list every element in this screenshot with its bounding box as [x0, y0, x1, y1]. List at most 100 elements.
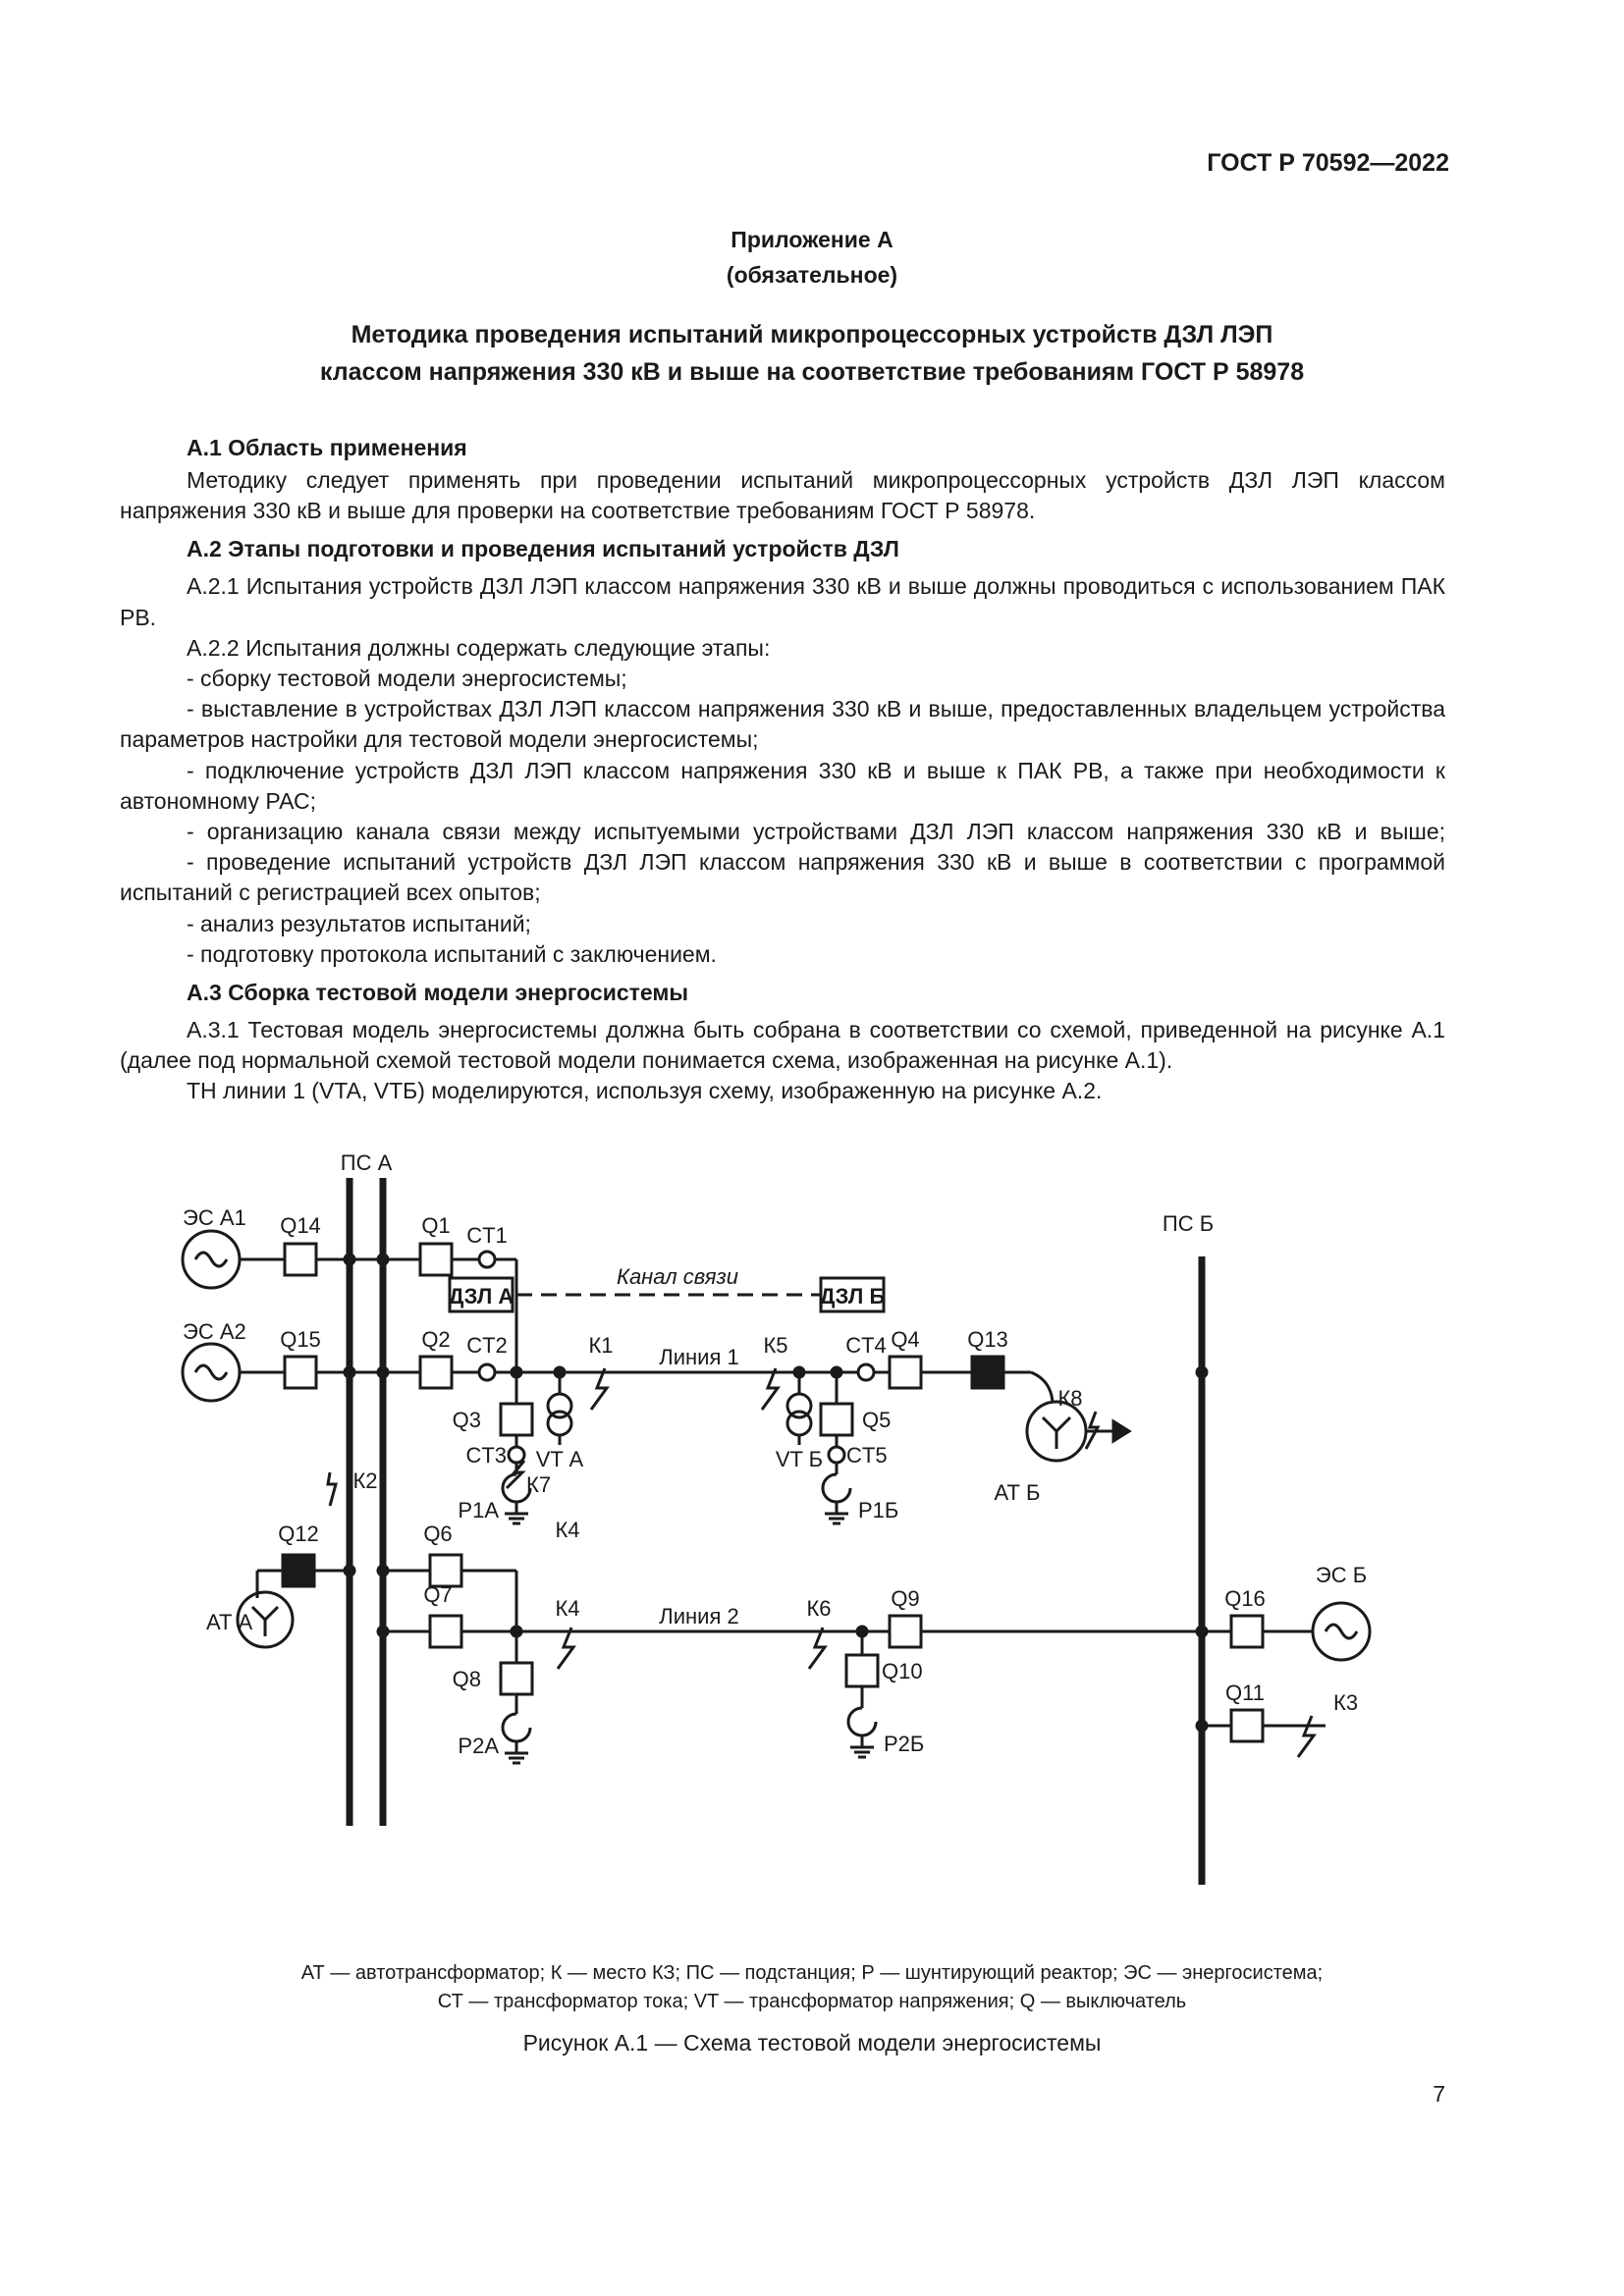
label-dzl-b: ДЗЛ Б [820, 1284, 886, 1308]
list-item: - подготовку протокола испытаний с заклю… [187, 940, 717, 967]
current-transformer-ct4 [856, 1362, 876, 1382]
label-vt-a: VT А [536, 1447, 584, 1471]
relay-dzl-b [819, 1276, 886, 1313]
fault-k2-symbol [326, 1471, 338, 1507]
label-communication-channel: Канал связи [617, 1264, 738, 1289]
fault-k3-symbol [1296, 1715, 1317, 1758]
label-dzl-a: ДЗЛ А [449, 1284, 514, 1308]
list-item: - организацию канала связи между испытуе… [187, 819, 1445, 845]
ac-wave-icon [193, 1363, 229, 1381]
label-ps-a: ПС А [341, 1150, 393, 1175]
current-transformer-ct3 [507, 1445, 526, 1465]
label-k3: К3 [1333, 1690, 1358, 1715]
figure-legend-line-2: СТ — трансформатор тока; VT — трансформа… [437, 1991, 1187, 2012]
breaker-q13 [970, 1355, 1005, 1390]
list-item: - проведение испытаний устройств ДЗЛ ЛЭП… [120, 849, 1445, 906]
label-k1: К1 [588, 1333, 613, 1358]
label-q13: Q13 [967, 1327, 1008, 1352]
section-a3-1-paragraph: А.3.1 Тестовая модель энергосистемы долж… [120, 1017, 1445, 1074]
fault-k1-symbol [589, 1367, 610, 1411]
fault-k7-symbol [505, 1460, 526, 1490]
reactor-p2b [846, 1706, 878, 1737]
current-transformer-ct2 [477, 1362, 497, 1382]
document-body: А.1 Область применения Методику следует … [120, 430, 1445, 1107]
label-q2: Q2 [421, 1327, 450, 1352]
breaker-q3 [499, 1402, 534, 1437]
section-a2-2-paragraph: А.2.2 Испытания должны содержать следующ… [187, 634, 771, 661]
label-p1b: Р1Б [858, 1498, 898, 1522]
breaker-q1 [418, 1242, 454, 1277]
label-ps-b: ПС Б [1163, 1211, 1214, 1236]
fault-k4-symbol [556, 1627, 576, 1670]
label-ct2: CT2 [466, 1333, 508, 1358]
section-a3-1-note: ТН линии 1 (VTA, VTБ) моделируются, испо… [187, 1078, 1103, 1104]
label-q10: Q10 [882, 1659, 923, 1683]
breaker-q9 [888, 1614, 923, 1649]
label-q12: Q12 [278, 1522, 319, 1546]
appendix-title: Приложение А [731, 227, 893, 252]
voltage-transformer-vt-a [546, 1392, 573, 1419]
page-number: 7 [1433, 2081, 1445, 2107]
label-es-a1: ЭС А1 [183, 1205, 246, 1230]
ac-wave-icon [1324, 1623, 1359, 1640]
relay-dzl-a [448, 1276, 514, 1313]
label-ct3: CT3 [465, 1443, 507, 1468]
label-q4: Q4 [891, 1327, 919, 1352]
appendix-status: (обязательное) [726, 262, 898, 288]
breaker-q16 [1229, 1614, 1265, 1649]
label-q5: Q5 [862, 1408, 891, 1432]
diagram-svg: ПС А ПС Б ЭС А1 ЭС А2 ЭС Б Q14 Q15 Q1 Q2… [181, 1150, 1372, 1885]
autotransformer-at-a [236, 1590, 295, 1649]
generator-es-b [1311, 1601, 1372, 1662]
ac-wave-icon [193, 1251, 229, 1268]
label-k4: К4 [555, 1596, 579, 1621]
label-q3: Q3 [453, 1408, 481, 1432]
label-q11: Q11 [1225, 1681, 1265, 1705]
label-at-a: АТ А [206, 1610, 253, 1634]
breaker-q15 [283, 1355, 318, 1390]
list-item: - сборку тестовой модели энергосистемы; [187, 666, 627, 692]
wye-icon [250, 1605, 280, 1636]
reactor-p1b [821, 1472, 852, 1504]
label-k4-upper: К4 [555, 1518, 579, 1542]
label-line-2: Линия 2 [659, 1604, 738, 1629]
label-p1a: Р1А [458, 1498, 499, 1522]
section-a1-paragraph: Методику следует применять при проведени… [120, 467, 1445, 524]
label-es-b: ЭС Б [1316, 1563, 1367, 1587]
reactor-p2a [501, 1712, 532, 1743]
reactor-p1a [501, 1472, 532, 1504]
label-q7: Q7 [423, 1582, 452, 1607]
label-line-1: Линия 1 [659, 1345, 738, 1369]
figure-caption: Рисунок А.1 — Схема тестовой модели энер… [522, 2030, 1102, 2056]
breaker-q4 [888, 1355, 923, 1390]
arrow-right-icon [1111, 1418, 1132, 1444]
current-transformer-ct1 [477, 1250, 497, 1269]
label-q6: Q6 [423, 1522, 452, 1546]
breaker-q7 [428, 1614, 463, 1649]
breaker-q8 [499, 1661, 534, 1696]
label-at-b: АТ Б [995, 1480, 1041, 1505]
label-ct4: CT4 [845, 1333, 887, 1358]
section-a2-heading: А.2 Этапы подготовки и проведения испыта… [187, 536, 899, 562]
breaker-q5 [819, 1402, 854, 1437]
list-item: - выставление в устройствах ДЗЛ ЛЭП клас… [120, 696, 1445, 753]
label-q8: Q8 [453, 1667, 481, 1691]
breaker-q2 [418, 1355, 454, 1390]
breaker-q12 [281, 1553, 316, 1588]
list-item: - анализ результатов испытаний; [187, 910, 531, 936]
label-q15: Q15 [280, 1327, 321, 1352]
label-k5: К5 [763, 1333, 787, 1358]
label-ct5: CT5 [846, 1443, 888, 1468]
section-a2-1-paragraph: А.2.1 Испытания устройств ДЗЛ ЛЭП классо… [120, 573, 1445, 630]
main-title-line-2: классом напряжения 330 кВ и выше на соот… [319, 358, 1305, 386]
breaker-q10 [844, 1653, 880, 1688]
fault-k5-symbol [760, 1367, 781, 1411]
label-p2a: Р2А [458, 1734, 499, 1758]
label-at-b-fault-k8: К8 [1057, 1386, 1082, 1411]
label-k7: К7 [526, 1472, 551, 1497]
voltage-transformer-vt-b [785, 1392, 813, 1419]
label-k6: К6 [806, 1596, 831, 1621]
label-es-a2: ЭС А2 [183, 1319, 246, 1344]
breaker-q14 [283, 1242, 318, 1277]
power-system-test-model-diagram: ПС А ПС Б ЭС А1 ЭС А2 ЭС Б Q14 Q15 Q1 Q2… [147, 1148, 1424, 1953]
